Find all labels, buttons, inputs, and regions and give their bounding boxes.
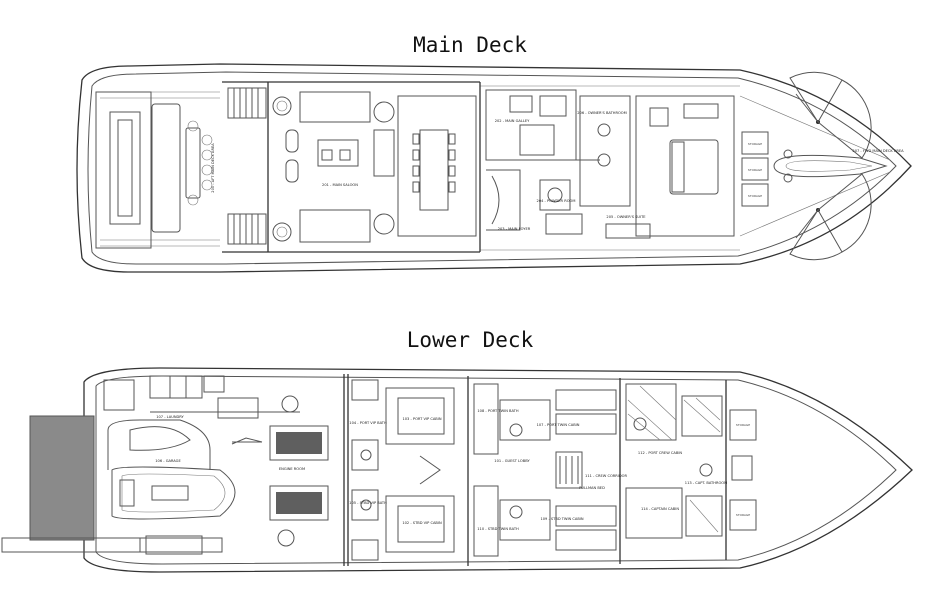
owner-suite	[579, 95, 735, 239]
label-main-storage-3: STORAGE	[748, 194, 762, 198]
laundry-area	[103, 375, 300, 419]
aft-steps	[95, 91, 152, 249]
label-port-vip-bath: 104 - PORT VIP BATH	[349, 421, 387, 425]
label-stbd-vip-bath: 105 - STBD VIP BATH	[349, 501, 387, 505]
label-guest-lobby: 101 - GUEST LOBBY	[494, 459, 530, 463]
salon-furniture	[285, 91, 477, 243]
lower-bulkheads	[343, 374, 727, 566]
label-laundry: 107 - LAUNDRY	[156, 415, 184, 419]
twin-cabins	[473, 383, 617, 557]
vip-cabins	[351, 379, 455, 561]
label-crew-corridor: 111 - CREW CORRIDOR	[585, 474, 627, 478]
main-deck-title: Main Deck	[413, 33, 527, 57]
label-powder-room: 204 - POWDER ROOM	[537, 199, 576, 203]
label-lower-storage-2: STORAGE	[736, 513, 750, 517]
label-port-vip-cabin: 103 - PORT VIP CABIN	[402, 417, 441, 421]
swim-platform	[29, 415, 95, 541]
label-owner-bathroom: 206 - OWNER'S BATHROOM	[577, 111, 627, 115]
lower-deck-title: Lower Deck	[406, 328, 534, 352]
label-main-foyer: 203 - MAIN FOYER	[498, 227, 531, 231]
label-owner-suite: 205 - OWNER'S SUITE	[606, 215, 646, 219]
main-deck-hull	[76, 63, 912, 273]
label-main-storage-1: STORAGE	[748, 142, 762, 146]
label-main-galley: 202 - MAIN GALLEY	[495, 119, 530, 123]
label-engine-room: ENGINE ROOM	[279, 467, 305, 471]
lower-deck-plan: 107 - LAUNDRY 106 - GARAGE ENGINE ROOM 1…	[1, 367, 913, 573]
label-port-twin-bath: 108 - PORT TWIN BATH	[477, 409, 518, 413]
label-lower-storage-1: STORAGE	[736, 423, 750, 427]
label-stbd-twin-bath: 110 - STBD TWIN BATH	[477, 527, 519, 531]
aft-deck-furniture	[151, 103, 213, 233]
main-interior-walls	[222, 81, 481, 253]
label-aft-main-deck: 200 - AFT MAIN DECK AREA	[211, 143, 215, 193]
main-deck-inner-hull	[87, 71, 897, 265]
garage-tender	[107, 419, 236, 520]
label-pullman-bed: PULLMAN BED	[579, 486, 605, 490]
label-garage: 106 - GARAGE	[155, 459, 181, 463]
label-main-storage-2: STORAGE	[748, 168, 762, 172]
label-port-crew-cabin: 112 - PORT CREW CABIN	[638, 451, 682, 455]
label-capt-bathroom: 113 - CAPT. BATHROOM	[685, 481, 727, 485]
label-port-twin-cabin: 107 - PORT TWIN CABIN	[537, 423, 580, 427]
engines	[231, 395, 329, 547]
label-stbd-vip-cabin: 102 - STBD VIP CABIN	[402, 521, 442, 525]
label-main-saloon: 201 - MAIN SALOON	[322, 183, 358, 187]
crew-area	[625, 383, 723, 539]
galley-foyer-walls	[485, 89, 600, 235]
label-captain-cabin: 114 - CAPTAIN CABIN	[641, 507, 679, 511]
label-fwd-main-deck: 207 - FWD MAIN DECK AREA	[852, 149, 904, 153]
main-deck-plan: 200 - AFT MAIN DECK AREA 201 - MAIN SALO…	[76, 63, 912, 273]
passerelle	[1, 535, 223, 555]
main-deck-planking	[100, 85, 891, 251]
aft-stairs	[227, 87, 292, 245]
lower-storage-blocks	[729, 409, 757, 531]
label-stbd-twin-cabin: 109 - STBD TWIN CABIN	[540, 517, 583, 521]
main-storage-blocks	[741, 131, 769, 207]
lower-deck-hull	[83, 367, 913, 573]
bow-mooring	[773, 71, 888, 261]
